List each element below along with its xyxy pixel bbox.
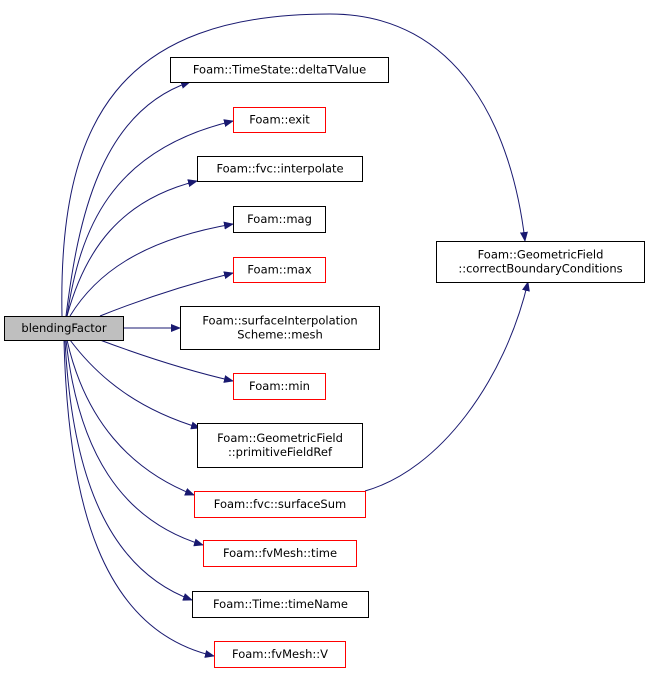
node-box-timeName[interactable] xyxy=(192,591,369,618)
edge-root-to-surfaceSum xyxy=(66,339,195,496)
nodes-layer: blendingFactor Foam::TimeState::deltaTVal… xyxy=(4,57,645,668)
node-box-deltaTValue[interactable] xyxy=(170,57,389,83)
edge-root-to-min xyxy=(99,339,234,383)
edge-root-to-interpolate xyxy=(66,179,198,317)
node-box-surfaceSum[interactable] xyxy=(194,491,366,518)
node-box-mesh[interactable] xyxy=(180,306,380,350)
node-correctBoundaryConditions[interactable]: Foam::GeometricField::correctBoundaryCon… xyxy=(436,241,645,283)
node-label-mesh-line-2: Scheme::mesh xyxy=(237,328,323,342)
node-exit[interactable]: Foam::exit xyxy=(233,107,326,133)
node-label-primitiveFieldRef-line-1: Foam::GeometricField xyxy=(217,431,343,445)
node-box-min[interactable] xyxy=(233,373,326,400)
node-root[interactable]: blendingFactor xyxy=(4,316,124,341)
node-box-max[interactable] xyxy=(233,257,326,283)
edge-root-to-max xyxy=(99,271,234,317)
node-label-mag: Foam::mag xyxy=(247,212,312,226)
node-label-root: blendingFactor xyxy=(21,321,106,335)
node-label-max: Foam::max xyxy=(247,263,311,277)
node-box-primitiveFieldRef[interactable] xyxy=(197,423,363,468)
node-time[interactable]: Foam::fvMesh::time xyxy=(203,540,357,567)
node-box-exit[interactable] xyxy=(233,107,326,133)
node-deltaTValue[interactable]: Foam::TimeState::deltaTValue xyxy=(170,57,389,83)
node-box-root[interactable] xyxy=(4,316,124,341)
node-label-V: Foam::fvMesh::V xyxy=(232,647,328,661)
node-label-exit: Foam::exit xyxy=(249,113,310,127)
node-label-correctBoundaryConditions-line-1: Foam::GeometricField xyxy=(478,248,604,262)
node-label-min: Foam::min xyxy=(249,379,310,393)
edge-root-to-V xyxy=(63,339,215,658)
edge-root-to-time xyxy=(65,339,204,547)
edge-root-to-deltaTValue xyxy=(65,81,191,317)
node-box-interpolate[interactable] xyxy=(197,156,363,182)
node-box-time[interactable] xyxy=(203,540,357,567)
node-box-correctBoundaryConditions[interactable] xyxy=(436,241,645,283)
node-label-surfaceSum: Foam::fvc::surfaceSum xyxy=(214,497,346,511)
node-label-timeName: Foam::Time::timeName xyxy=(213,597,348,611)
node-min[interactable]: Foam::min xyxy=(233,373,326,400)
node-box-mag[interactable] xyxy=(233,206,326,233)
edge-root-to-exit xyxy=(66,119,234,317)
edge-root-to-primitiveFieldRef xyxy=(69,339,201,430)
node-primitiveFieldRef[interactable]: Foam::GeometricField::primitiveFieldRef xyxy=(197,423,363,468)
edge-root-to-mag xyxy=(69,221,234,317)
edges-layer xyxy=(61,13,530,658)
node-interpolate[interactable]: Foam::fvc::interpolate xyxy=(197,156,363,182)
node-label-correctBoundaryConditions-line-2: ::correctBoundaryConditions xyxy=(458,262,622,276)
edge-surfaceSum-to-correctBoundaryConditions xyxy=(364,281,530,492)
node-label-primitiveFieldRef-line-2: ::primitiveFieldRef xyxy=(228,445,333,459)
node-label-interpolate: Foam::fvc::interpolate xyxy=(216,162,343,176)
node-max[interactable]: Foam::max xyxy=(233,257,326,283)
edge-root-to-timeName xyxy=(64,339,193,601)
node-box-V[interactable] xyxy=(214,641,346,668)
node-mag[interactable]: Foam::mag xyxy=(233,206,326,233)
node-surfaceSum[interactable]: Foam::fvc::surfaceSum xyxy=(194,491,366,518)
node-timeName[interactable]: Foam::Time::timeName xyxy=(192,591,369,618)
node-label-mesh-line-1: Foam::surfaceInterpolation xyxy=(202,314,357,328)
node-V[interactable]: Foam::fvMesh::V xyxy=(214,641,346,668)
node-label-time: Foam::fvMesh::time xyxy=(223,546,337,560)
edge-root-to-correctBoundaryConditions xyxy=(61,13,528,317)
node-label-deltaTValue: Foam::TimeState::deltaTValue xyxy=(193,63,366,77)
